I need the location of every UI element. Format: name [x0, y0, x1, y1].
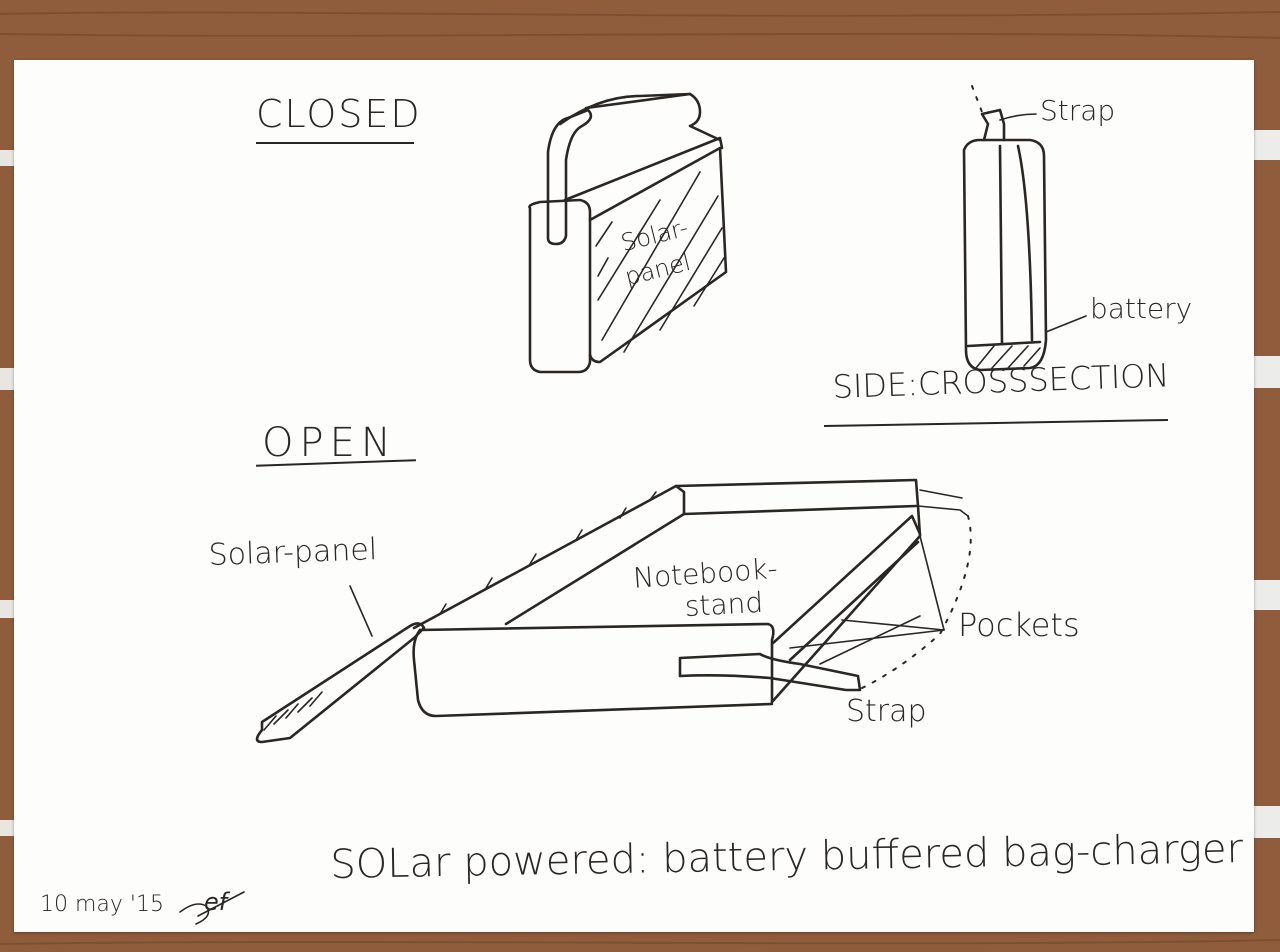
- heading-closed: CLOSED: [256, 92, 422, 136]
- signature-date: 10 may '15: [40, 892, 164, 917]
- side-crosssection-drawing: [964, 86, 1086, 370]
- label-strap-open: Strap: [846, 694, 927, 729]
- underline-closed: [256, 142, 414, 144]
- label-solar-panel-open: Solar-panel: [208, 532, 378, 573]
- heading-open: OPEN: [262, 420, 397, 466]
- label-pockets: Pockets: [958, 606, 1080, 644]
- label-battery: battery: [1090, 292, 1192, 325]
- signature-initials: ef: [204, 888, 227, 916]
- label-strap-top: Strap: [1040, 94, 1115, 127]
- label-notebook-stand-2: stand: [684, 586, 764, 623]
